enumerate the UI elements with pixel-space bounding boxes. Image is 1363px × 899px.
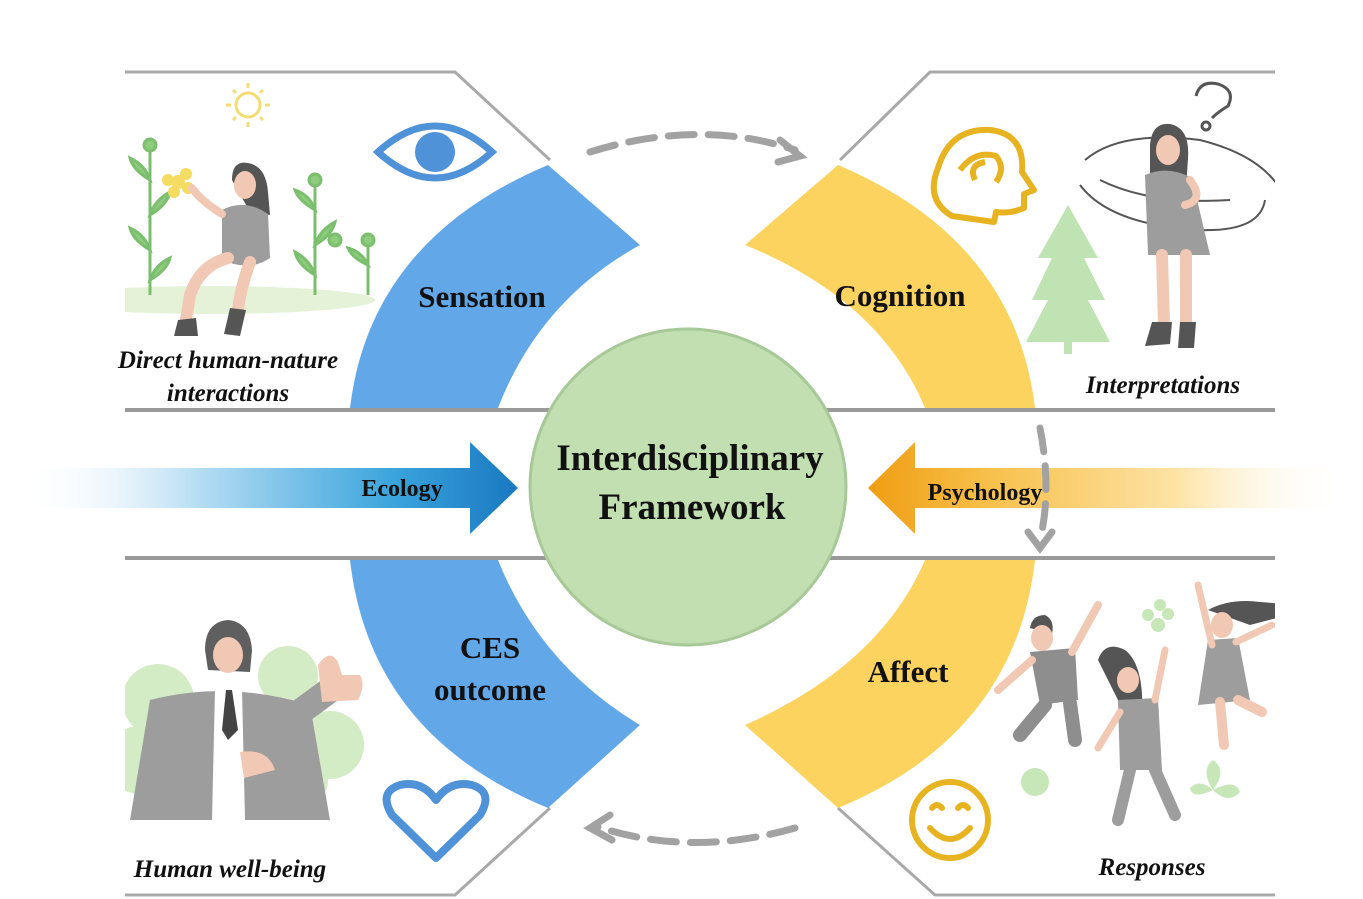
jumping-woman-middle xyxy=(1094,646,1181,826)
ces-label-line1: CES xyxy=(460,630,520,665)
top-left-caption-line2: interactions xyxy=(167,380,289,407)
heart-icon xyxy=(382,780,490,862)
ecology-arrow xyxy=(20,442,518,534)
ecology-label: Ecology xyxy=(361,476,442,502)
head-icon xyxy=(930,126,1037,225)
psychology-label: Psychology xyxy=(928,480,1043,506)
center-circle xyxy=(528,327,848,647)
panel-frame-line xyxy=(125,70,552,162)
psychology-arrow xyxy=(868,442,1345,534)
cognition-arc xyxy=(745,165,1035,408)
bottom-right-caption: Responses xyxy=(1098,854,1206,881)
panel-bottom-right xyxy=(745,556,1275,897)
top-right-caption: Interpretations xyxy=(1085,372,1240,399)
panel-frame-line xyxy=(838,70,1275,162)
decorations xyxy=(1021,599,1240,799)
flow-arrow-sensation-to-cognition xyxy=(586,131,808,166)
top-left-illustration xyxy=(125,137,376,336)
ces-label-line2: outcome xyxy=(434,672,546,707)
jumping-man xyxy=(994,601,1102,747)
sensation-label: Sensation xyxy=(418,279,545,314)
flow-arrow-affect-to-ces xyxy=(583,811,799,846)
ground-shadow xyxy=(125,286,375,314)
affect-label: Affect xyxy=(868,654,950,689)
center-title-line1: Interdisciplinary xyxy=(556,438,824,479)
top-left-caption-line1: Direct human-nature xyxy=(117,347,338,374)
panel-frame-line xyxy=(125,806,552,897)
sensation-arc xyxy=(350,165,640,408)
panel-top-right xyxy=(745,70,1275,412)
bottom-left-illustration xyxy=(125,620,364,820)
sitting-woman xyxy=(174,162,270,336)
eye-icon xyxy=(372,122,498,182)
center-title-line2: Framework xyxy=(599,487,786,528)
smiley-icon xyxy=(909,779,991,861)
ces-outcome-arc xyxy=(350,560,640,808)
bottom-right-illustration xyxy=(994,581,1275,826)
top-right-illustration xyxy=(1026,123,1275,354)
cognition-label: Cognition xyxy=(835,278,966,313)
jumping-woman-right xyxy=(1194,581,1275,750)
question-mark-icon xyxy=(1194,81,1232,132)
tree xyxy=(1026,205,1110,354)
thinking-woman xyxy=(1145,123,1210,348)
affect-arc xyxy=(745,560,1035,808)
panel-frame-line xyxy=(836,806,1275,897)
businessman xyxy=(130,620,363,820)
bottom-left-caption: Human well-being xyxy=(133,856,326,883)
sun-icon xyxy=(226,83,270,127)
flow-arrow-cognition-to-affect xyxy=(1024,424,1056,554)
